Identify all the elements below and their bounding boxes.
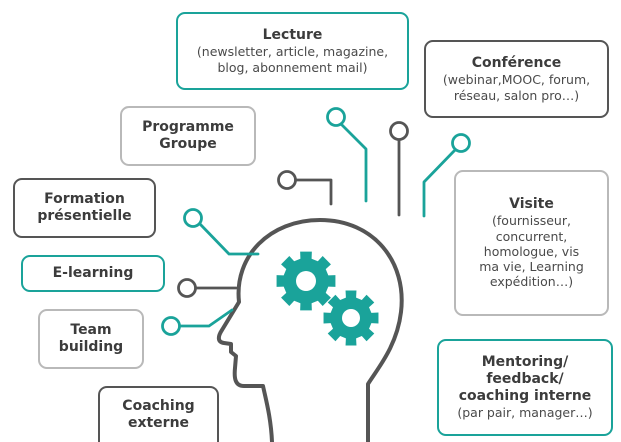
- node-visite-title: Visite: [509, 196, 554, 213]
- head-silhouette-icon: [216, 218, 404, 442]
- gear-large-hole: [296, 271, 316, 291]
- connector-node-top: [389, 121, 409, 141]
- node-conference-desc: (webinar,MOOC, forum, réseau, salon pro……: [442, 72, 591, 103]
- connector-line-formation: [198, 222, 260, 256]
- node-mentoring-title: Mentoring/ feedback/ coaching interne: [458, 354, 592, 405]
- connector-line-left-top: [294, 178, 333, 206]
- node-coaching: Coaching externe: [98, 386, 219, 442]
- gear-small-hole: [342, 309, 360, 327]
- node-programme: Programme Groupe: [120, 106, 256, 166]
- node-conference: Conférence (webinar,MOOC, forum, réseau,…: [424, 40, 609, 118]
- connector-line-team: [178, 308, 234, 328]
- node-mentoring-desc: (par pair, manager…): [457, 405, 593, 421]
- connector-node-lecture: [326, 107, 346, 127]
- node-conference-title: Conférence: [471, 55, 562, 72]
- node-lecture: Lecture (newsletter, article, magazine, …: [176, 12, 409, 90]
- node-elearning-title: E-learning: [52, 264, 134, 281]
- gear-large-icon: [276, 251, 336, 311]
- gear-small-icon: [323, 290, 379, 346]
- node-visite: Visite (fournisseur, concurrent, homolog…: [454, 170, 609, 316]
- connector-node-left-top: [277, 170, 297, 190]
- node-coaching-title: Coaching externe: [122, 397, 195, 431]
- connector-node-formation: [183, 208, 203, 228]
- node-mentoring: Mentoring/ feedback/ coaching interne (p…: [437, 339, 613, 436]
- node-team-title: Team building: [58, 321, 124, 355]
- node-elearning: E-learning: [21, 255, 165, 292]
- connector-node-conference: [451, 133, 471, 153]
- node-formation-title: Formation présentielle: [37, 190, 132, 224]
- connector-node-elearning: [177, 278, 197, 298]
- node-lecture-desc: (newsletter, article, magazine, blog, ab…: [196, 44, 389, 75]
- node-programme-title: Programme Groupe: [142, 118, 234, 152]
- node-lecture-title: Lecture: [262, 27, 323, 44]
- node-visite-desc: (fournisseur, concurrent, homologue, vis…: [479, 213, 584, 290]
- connector-node-team: [161, 316, 181, 336]
- connector-line-conference: [422, 148, 457, 218]
- node-team: Team building: [38, 309, 144, 369]
- node-formation: Formation présentielle: [13, 178, 156, 238]
- connector-line-lecture: [339, 122, 368, 203]
